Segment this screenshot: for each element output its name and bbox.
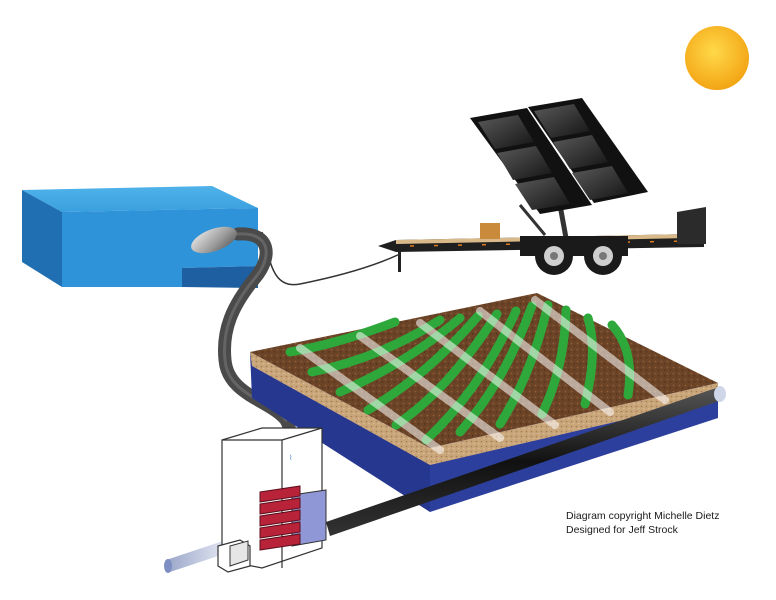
hose-nozzle <box>191 226 237 254</box>
valve-plates <box>259 485 301 551</box>
water-tank <box>22 186 258 288</box>
credit-copyright: Diagram copyright Michelle Dietz <box>566 510 720 522</box>
trailer <box>378 207 706 275</box>
solar-panel-array <box>470 98 648 239</box>
svg-text:⌇: ⌇ <box>289 454 292 462</box>
drain-pipe <box>164 386 726 573</box>
power-cable <box>261 231 401 286</box>
credit-designer: Designed for Jeff Strock <box>566 524 678 536</box>
sun-icon <box>685 26 749 90</box>
control-box: ⌇ <box>217 427 327 573</box>
